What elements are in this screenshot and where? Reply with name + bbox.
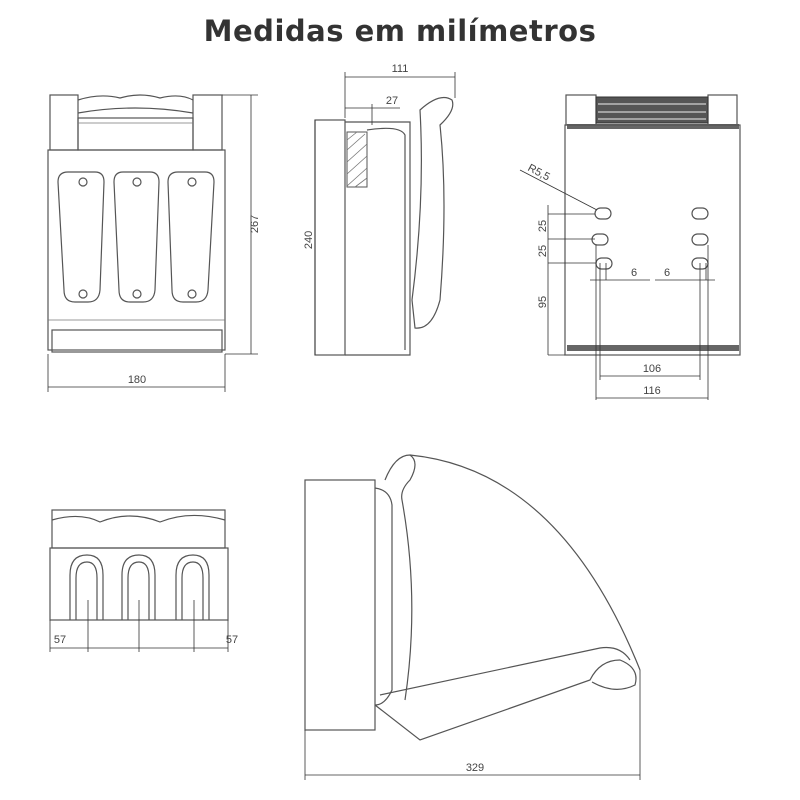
rear-view: R5,5 25 25 95 6 6 106 116: [519, 94, 741, 400]
dim-right-57: 57: [226, 634, 238, 646]
fuse-carrier: [167, 171, 215, 303]
open-view: 329: [304, 454, 641, 780]
dim-inner-106: 106: [643, 363, 661, 375]
dim-height-267: 267: [249, 215, 261, 233]
dim-spacing-25-b: 25: [537, 245, 549, 257]
side-view: 111 27 240: [303, 63, 456, 356]
mounting-slots: [591, 207, 709, 270]
dim-total-329: 329: [466, 762, 484, 774]
dim-width-180: 180: [128, 374, 146, 386]
dim-height-240: 240: [303, 231, 315, 249]
dim-depth-111: 111: [392, 63, 409, 75]
dim-left-57: 57: [54, 634, 66, 646]
front-view: 267 180: [47, 94, 261, 392]
fuse-carrier: [57, 171, 105, 303]
dim-slot-6-right: 6: [664, 267, 670, 279]
dim-radius: R5,5: [526, 162, 552, 184]
page-title: Medidas em milímetros: [203, 14, 597, 48]
dim-offset-27: 27: [386, 95, 398, 107]
dim-slot-6-left: 6: [631, 267, 637, 279]
dim-outer-116: 116: [643, 385, 661, 397]
dim-bottom-95: 95: [537, 296, 549, 308]
bottom-view: 57 57: [49, 509, 238, 652]
dim-spacing-25-a: 25: [537, 220, 549, 232]
fuse-carrier: [113, 171, 160, 303]
